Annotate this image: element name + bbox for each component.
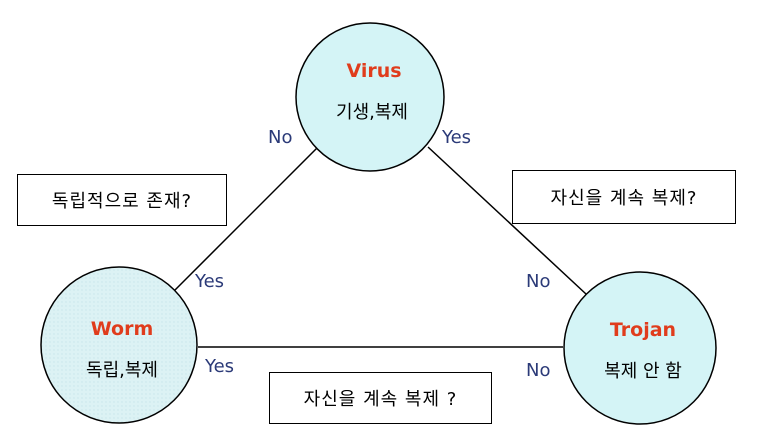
edge-label-trojan-top: No: [526, 271, 550, 292]
edge-virus-trojan: [427, 146, 587, 295]
question-box-right: 자신을 계속 복제?: [512, 170, 736, 224]
edge-virus-worm: [172, 146, 319, 293]
edge-label-trojan-bottom: No: [526, 360, 550, 381]
trojan-subtitle: 복제 안 함: [604, 361, 682, 382]
trojan-title: Trojan: [610, 319, 676, 341]
node-virus: Virus 기생,복제: [295, 22, 445, 172]
trojan-circle: [563, 271, 717, 425]
edge-label-virus-right: Yes: [441, 127, 471, 148]
edge-label-virus-left: No: [268, 127, 292, 148]
virus-title: Virus: [346, 60, 401, 82]
question-box-left: 독립적으로 존재?: [17, 174, 227, 226]
virus-subtitle: 기생,복제: [336, 102, 408, 123]
node-trojan: Trojan 복제 안 함: [563, 271, 717, 425]
worm-circle: [40, 266, 198, 424]
worm-subtitle: 독립,복제: [86, 360, 158, 381]
node-worm: Worm 독립,복제: [40, 266, 198, 424]
edge-label-worm-top: Yes: [194, 271, 224, 292]
worm-title: Worm: [91, 318, 154, 340]
edge-label-worm-bottom: Yes: [204, 356, 234, 377]
virus-circle: [295, 22, 445, 172]
question-box-bottom: 자신을 계속 복제 ?: [269, 372, 492, 424]
